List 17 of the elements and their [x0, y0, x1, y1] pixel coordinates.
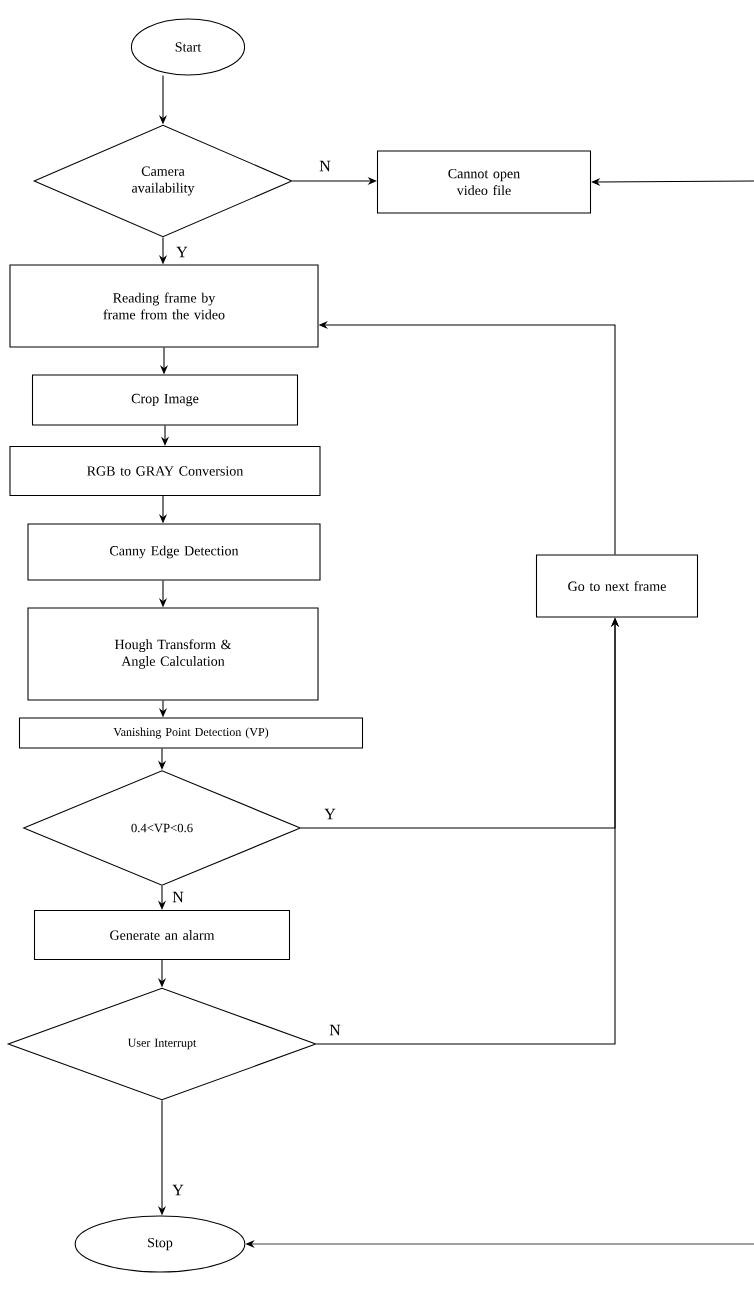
process-box: Crop Image — [31, 374, 299, 426]
process-box: RGB to GRAY Conversion — [9, 445, 321, 497]
edge-label: N — [170, 890, 186, 904]
stop-oval: Stop — [74, 1215, 246, 1273]
process-box: Reading frame by frame from the video — [9, 264, 319, 348]
start-oval: Start — [130, 18, 246, 76]
process-box: Canny Edge Detection — [27, 523, 321, 581]
edge-label: N — [327, 1023, 343, 1037]
edge-label: Y — [322, 807, 338, 821]
process-box: Hough Transform & Angle Calculation — [27, 607, 319, 701]
process-box: Go to next frame — [535, 554, 699, 618]
edge-label: Y — [174, 245, 190, 259]
edge-label: Y — [170, 1183, 186, 1197]
edge-label: N — [317, 159, 333, 173]
process-box: Vanishing Point Detection (VP) — [18, 717, 364, 749]
process-box: Generate an alarm — [33, 909, 291, 961]
process-box: Cannot open video file — [376, 150, 592, 214]
